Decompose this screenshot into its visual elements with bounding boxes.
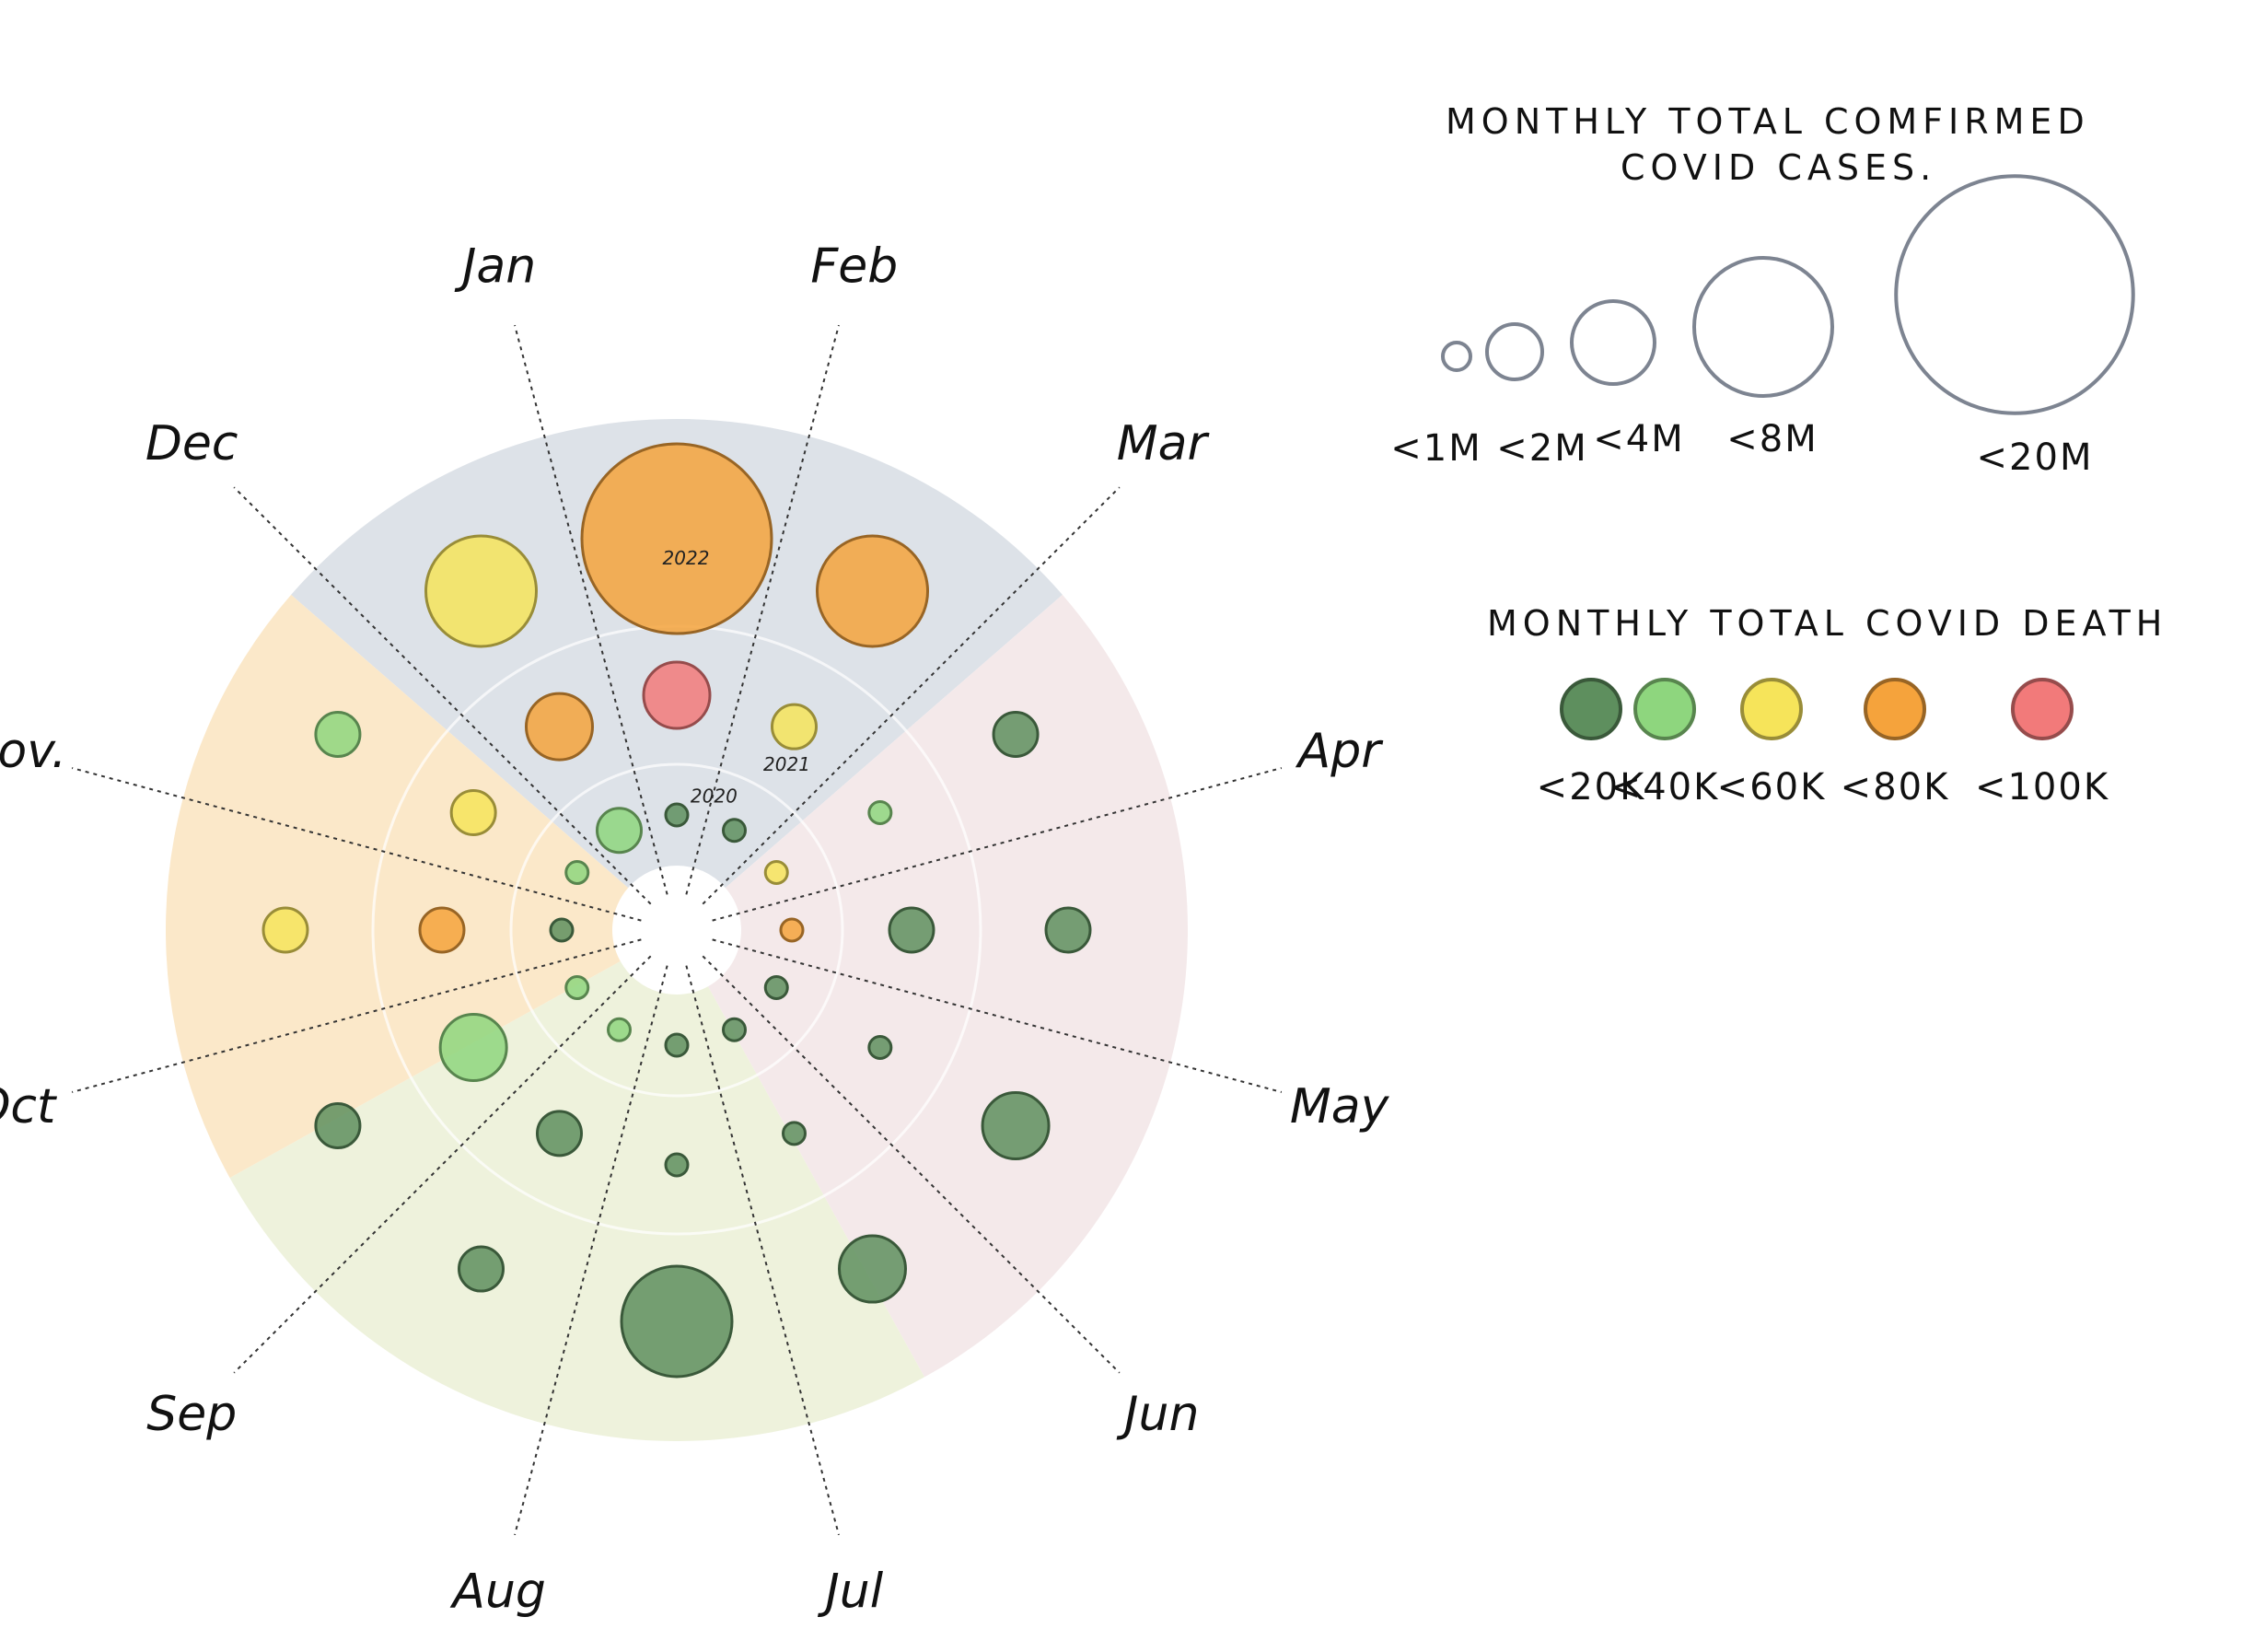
bubble-2021-apr (888, 906, 935, 954)
month-label-may: May (1290, 1079, 1390, 1134)
color-legend-dot-3 (1864, 678, 1926, 740)
spoke-sep (233, 955, 652, 1374)
bubble-2022-oct (261, 906, 309, 954)
bubble-2021-may (867, 1035, 893, 1060)
bubble-2021-aug (536, 1110, 583, 1158)
size-legend-title-line2: COVID CASES. (1621, 147, 1936, 188)
bubble-2021-feb (771, 703, 818, 750)
year-label-2020: 2020 (691, 785, 738, 807)
color-legend-label-3: <80K (1841, 766, 1950, 809)
bubble-2022-dec (424, 534, 538, 648)
color-legend-label-0: <20K (1537, 766, 1646, 809)
month-label-dec: Dec (145, 416, 238, 471)
spoke-jun (702, 955, 1121, 1374)
bubble-2020-dec (596, 807, 643, 855)
ring-2021 (509, 762, 844, 1098)
bubble-layer (261, 442, 1092, 1379)
bubble-2022-feb (816, 534, 929, 648)
bubble-2020-jun (722, 1017, 747, 1042)
color-legend-dot-1 (1633, 678, 1696, 740)
bubble-2020-mar (763, 860, 789, 885)
bubble-2022-jun (838, 1234, 907, 1304)
spoke-oct (71, 938, 642, 1093)
spoke-jul (685, 965, 840, 1536)
bubble-2021-jun (782, 1121, 807, 1146)
month-label-oct: Oct (0, 1079, 57, 1134)
size-legend-label-4: <20M (1977, 436, 2094, 479)
bubble-2022-may (981, 1091, 1051, 1160)
month-label-aug: Aug (449, 1565, 546, 1620)
season-band-summer (229, 960, 925, 1441)
month-label-sep: Sep (146, 1387, 237, 1442)
size-legend-circle-0 (1441, 341, 1472, 372)
bubble-2020-jan (664, 802, 690, 828)
spoke-feb (685, 324, 840, 895)
size-legend-label-0: <1M (1390, 427, 1481, 470)
month-label-mar: Mar (1117, 416, 1211, 471)
spoke-mar (702, 486, 1121, 905)
spoke-dec (233, 486, 652, 905)
death-color-legend: MONTHLY TOTAL COVID DEATH <20K<40K<60K <8… (1487, 603, 2167, 809)
bubble-2020-apr (779, 917, 805, 943)
size-legend-label-3: <8M (1726, 418, 1818, 460)
size-legend-circle-3 (1692, 256, 1834, 398)
color-legend-label-4: <100K (1975, 766, 2109, 809)
spoke-nov (71, 767, 642, 922)
bubble-2022-aug (458, 1245, 505, 1293)
year-label-2022: 2022 (663, 547, 710, 569)
spoke-jan (514, 324, 668, 895)
bubble-2022-mar (992, 711, 1040, 758)
bubble-2021-mar (867, 800, 893, 825)
month-label-nov: Nov. (0, 724, 66, 779)
bubble-2020-jul (664, 1032, 690, 1058)
bubble-2020-may (763, 975, 789, 1000)
bubble-2021-oct (418, 906, 466, 954)
bubble-2022-jul (620, 1264, 734, 1379)
spoke-apr (712, 767, 1283, 922)
year-label-2021: 2021 (763, 753, 810, 775)
bubble-2021-nov (449, 789, 497, 836)
size-legend-circle-2 (1570, 299, 1656, 386)
size-legend-circle-1 (1485, 322, 1544, 381)
color-legend-dot-4 (2011, 678, 2074, 740)
bubble-2020-aug (607, 1017, 632, 1042)
bubble-2021-jul (664, 1152, 690, 1178)
color-legend-title: MONTHLY TOTAL COVID DEATH (1487, 603, 2167, 644)
color-legend-dot-0 (1560, 678, 1622, 740)
bubble-2022-jan (580, 442, 773, 635)
month-label-feb: Feb (810, 238, 898, 294)
month-label-apr: Apr (1295, 724, 1385, 779)
color-legend-dot-2 (1740, 678, 1803, 740)
color-legend-label-2: <60K (1717, 766, 1827, 809)
spoke-aug (514, 965, 668, 1536)
case-size-legend: MONTHLY TOTAL COMFIRMED COVID CASES. <1M… (1390, 101, 2135, 479)
size-legend-label-2: <4M (1593, 418, 1684, 460)
bubble-2021-jan (642, 660, 712, 730)
spoke-may (712, 938, 1283, 1093)
bubble-2022-sep (314, 1102, 362, 1149)
month-label-jun: Jun (1116, 1387, 1199, 1442)
size-legend-label-1: <2M (1496, 427, 1587, 470)
bubble-2021-dec (525, 692, 594, 762)
season-band-spring (707, 594, 1188, 1378)
size-legend-circle-4 (1894, 174, 2135, 415)
month-label-jul: Jul (817, 1565, 883, 1620)
bubble-2022-nov (314, 711, 362, 758)
month-label-jan: Jan (454, 238, 536, 294)
bubble-2020-nov (564, 860, 590, 885)
season-band-fall (166, 594, 629, 1179)
year-labels: 2022 2021 2020 (663, 547, 810, 807)
color-legend-label-1: <40K (1610, 766, 1720, 809)
size-legend-title-line1: MONTHLY TOTAL COMFIRMED (1446, 101, 2090, 142)
bubble-2020-oct (549, 917, 575, 943)
bubble-2020-feb (722, 818, 747, 843)
month-spokes (71, 324, 1283, 1536)
bubble-2022-apr (1044, 906, 1092, 954)
bubble-2020-sep (564, 975, 590, 1000)
bubble-2021-sep (438, 1013, 508, 1082)
